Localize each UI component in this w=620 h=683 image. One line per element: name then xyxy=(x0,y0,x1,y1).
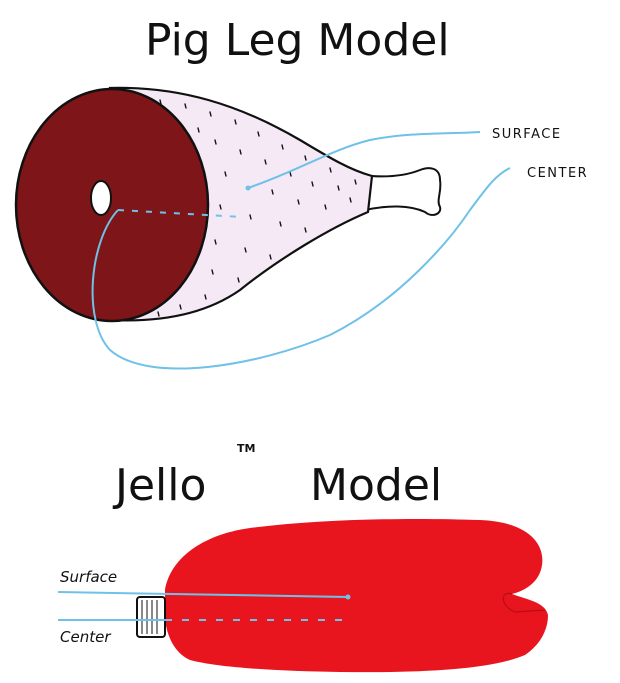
jello-center-label: Center xyxy=(60,628,111,646)
jello-trademark: TM xyxy=(237,442,255,455)
pig-leg-surface-label: SURFACE xyxy=(492,127,562,142)
jello-title-suffix: Model xyxy=(310,460,442,511)
jello-surface-label: Surface xyxy=(60,568,117,586)
pig-leg-bone-hole xyxy=(91,181,111,215)
pig-leg-center-label: CENTER xyxy=(527,166,588,181)
pig-leg-title: Pig Leg Model xyxy=(145,15,450,66)
jello-bottle-cap xyxy=(137,597,165,637)
pig-leg-cut-face xyxy=(16,89,208,321)
jello-title: Jello xyxy=(112,460,206,511)
jello-surface-probe-tip xyxy=(346,595,351,600)
pig-leg-surface-probe-tip xyxy=(246,186,251,191)
